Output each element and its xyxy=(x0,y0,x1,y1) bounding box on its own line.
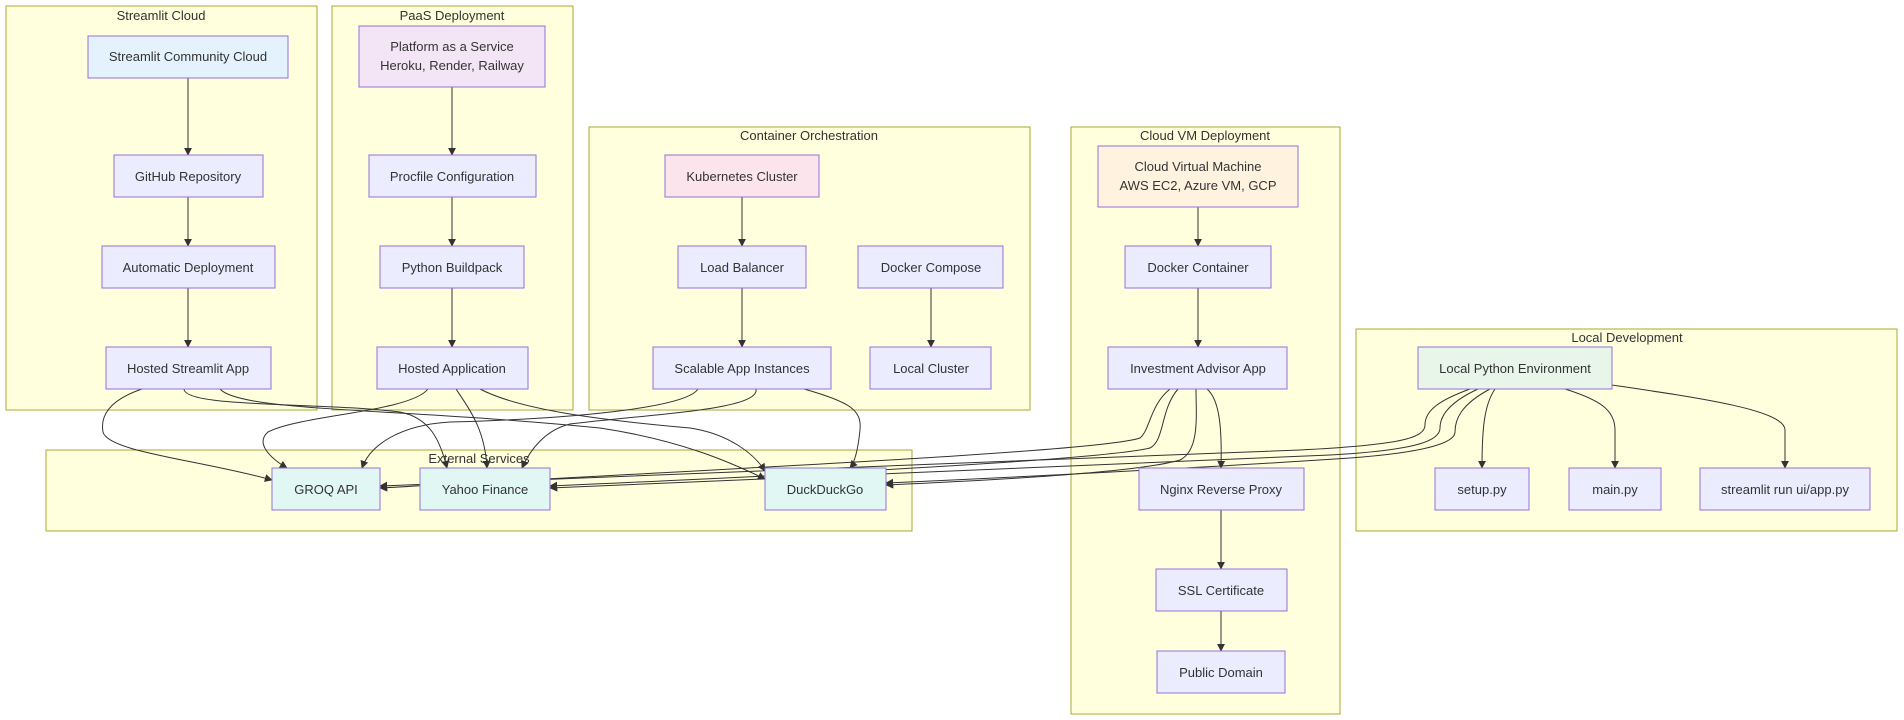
node-nginx-reverse-proxy: Nginx Reverse Proxy xyxy=(1138,467,1305,511)
node-kubernetes-cluster-label: Kubernetes Cluster xyxy=(686,169,798,184)
cluster-streamlit-cloud-label: Streamlit Cloud xyxy=(117,8,206,23)
edge-local-ddg xyxy=(885,388,1491,487)
node-kubernetes-cluster: Kubernetes Cluster xyxy=(664,154,820,198)
node-nginx-reverse-proxy-label: Nginx Reverse Proxy xyxy=(1160,482,1283,497)
node-scalable-app-instances: Scalable App Instances xyxy=(652,346,832,390)
node-local-python-environment-label: Local Python Environment xyxy=(1439,361,1591,376)
node-hosted-streamlit-app-label: Hosted Streamlit App xyxy=(127,361,249,376)
node-automatic-deployment: Automatic Deployment xyxy=(101,245,276,289)
node-procfile-configuration: Procfile Configuration xyxy=(368,154,537,198)
node-docker-container: Docker Container xyxy=(1124,245,1272,289)
edge-paashosted-yahoo xyxy=(455,388,491,469)
edge-paashosted-ddg xyxy=(479,388,766,472)
node-docker-compose-label: Docker Compose xyxy=(881,260,981,275)
node-streamlit-community-cloud: Streamlit Community Cloud xyxy=(87,35,289,79)
node-duckduckgo-label: DuckDuckGo xyxy=(787,482,864,497)
cluster-local-development-label: Local Development xyxy=(1571,330,1683,345)
node-streamlit-run-app: streamlit run ui/app.py xyxy=(1699,467,1871,511)
edge-invest-nginx xyxy=(1206,388,1226,469)
node-automatic-deployment-label: Automatic Deployment xyxy=(123,260,254,275)
node-ssl-certificate-label: SSL Certificate xyxy=(1178,583,1264,598)
edge-sthosted-yahoo xyxy=(183,388,450,469)
node-local-python-environment: Local Python Environment xyxy=(1417,346,1613,390)
edge-local-groq xyxy=(379,388,1471,490)
cluster-cloud-vm-deployment-label: Cloud VM Deployment xyxy=(1140,128,1270,143)
node-investment-advisor-app-label: Investment Advisor App xyxy=(1130,361,1266,376)
node-duckduckgo: DuckDuckGo xyxy=(764,467,887,511)
node-yahoo-finance: Yahoo Finance xyxy=(419,467,551,511)
edge-local-run xyxy=(1611,384,1789,469)
node-public-domain: Public Domain xyxy=(1156,650,1286,694)
node-github-repository: GitHub Repository xyxy=(113,154,264,198)
edge-invest-yahoo xyxy=(549,388,1179,490)
node-setup-py-label: setup.py xyxy=(1457,482,1507,497)
cluster-external-services-label: External Services xyxy=(428,451,530,466)
node-local-cluster: Local Cluster xyxy=(869,346,992,390)
node-main-py-label: main.py xyxy=(1592,482,1638,497)
edge-scalable-yahoo xyxy=(521,388,757,469)
node-cloud-virtual-machine-line2: AWS EC2, Azure VM, GCP xyxy=(1119,178,1276,193)
node-investment-advisor-app: Investment Advisor App xyxy=(1107,346,1288,390)
cluster-container-orchestration-label: Container Orchestration xyxy=(740,128,878,143)
node-ssl-certificate: SSL Certificate xyxy=(1155,568,1288,612)
edge-scalable-groq xyxy=(360,388,699,469)
node-setup-py: setup.py xyxy=(1434,467,1530,511)
node-streamlit-run-app-label: streamlit run ui/app.py xyxy=(1721,482,1849,497)
node-public-domain-label: Public Domain xyxy=(1179,665,1263,680)
node-groq-api: GROQ API xyxy=(271,467,381,511)
node-cloud-virtual-machine: Cloud Virtual Machine AWS EC2, Azure VM,… xyxy=(1097,145,1299,208)
node-hosted-streamlit-app: Hosted Streamlit App xyxy=(105,346,272,390)
node-cloud-virtual-machine-line1: Cloud Virtual Machine xyxy=(1135,159,1262,174)
edge-invest-ddg xyxy=(885,388,1197,489)
node-groq-api-label: GROQ API xyxy=(294,482,358,497)
node-main-py: main.py xyxy=(1568,467,1662,511)
edges xyxy=(101,78,1789,652)
edge-invest-groq xyxy=(379,388,1171,492)
node-yahoo-finance-label: Yahoo Finance xyxy=(442,482,529,497)
edge-local-setup xyxy=(1478,388,1496,469)
node-platform-as-a-service-line1: Platform as a Service xyxy=(390,39,514,54)
edge-sthosted-groq xyxy=(101,388,273,482)
node-load-balancer: Load Balancer xyxy=(677,245,807,289)
edge-scalable-ddg xyxy=(803,388,861,469)
node-load-balancer-label: Load Balancer xyxy=(700,260,785,275)
edge-paashosted-groq xyxy=(262,388,429,469)
node-platform-as-a-service-line2: Heroku, Render, Railway xyxy=(380,58,524,73)
node-python-buildpack: Python Buildpack xyxy=(379,245,525,289)
node-streamlit-community-cloud-label: Streamlit Community Cloud xyxy=(109,49,267,64)
node-platform-as-a-service: Platform as a Service Heroku, Render, Ra… xyxy=(358,25,546,88)
cluster-paas-deployment-label: PaaS Deployment xyxy=(400,8,505,23)
node-local-cluster-label: Local Cluster xyxy=(893,361,970,376)
node-github-repository-label: GitHub Repository xyxy=(135,169,242,184)
node-hosted-application-label: Hosted Application xyxy=(398,361,506,376)
node-docker-container-label: Docker Container xyxy=(1147,260,1249,275)
node-scalable-app-instances-label: Scalable App Instances xyxy=(674,361,810,376)
node-hosted-application: Hosted Application xyxy=(376,346,529,390)
node-procfile-configuration-label: Procfile Configuration xyxy=(390,169,514,184)
edge-sthosted-ddg xyxy=(219,388,766,480)
node-docker-compose: Docker Compose xyxy=(857,245,1004,289)
node-python-buildpack-label: Python Buildpack xyxy=(402,260,503,275)
edge-local-main xyxy=(1564,388,1619,469)
cluster-cloud-vm-deployment: Cloud VM Deployment xyxy=(1070,126,1341,715)
